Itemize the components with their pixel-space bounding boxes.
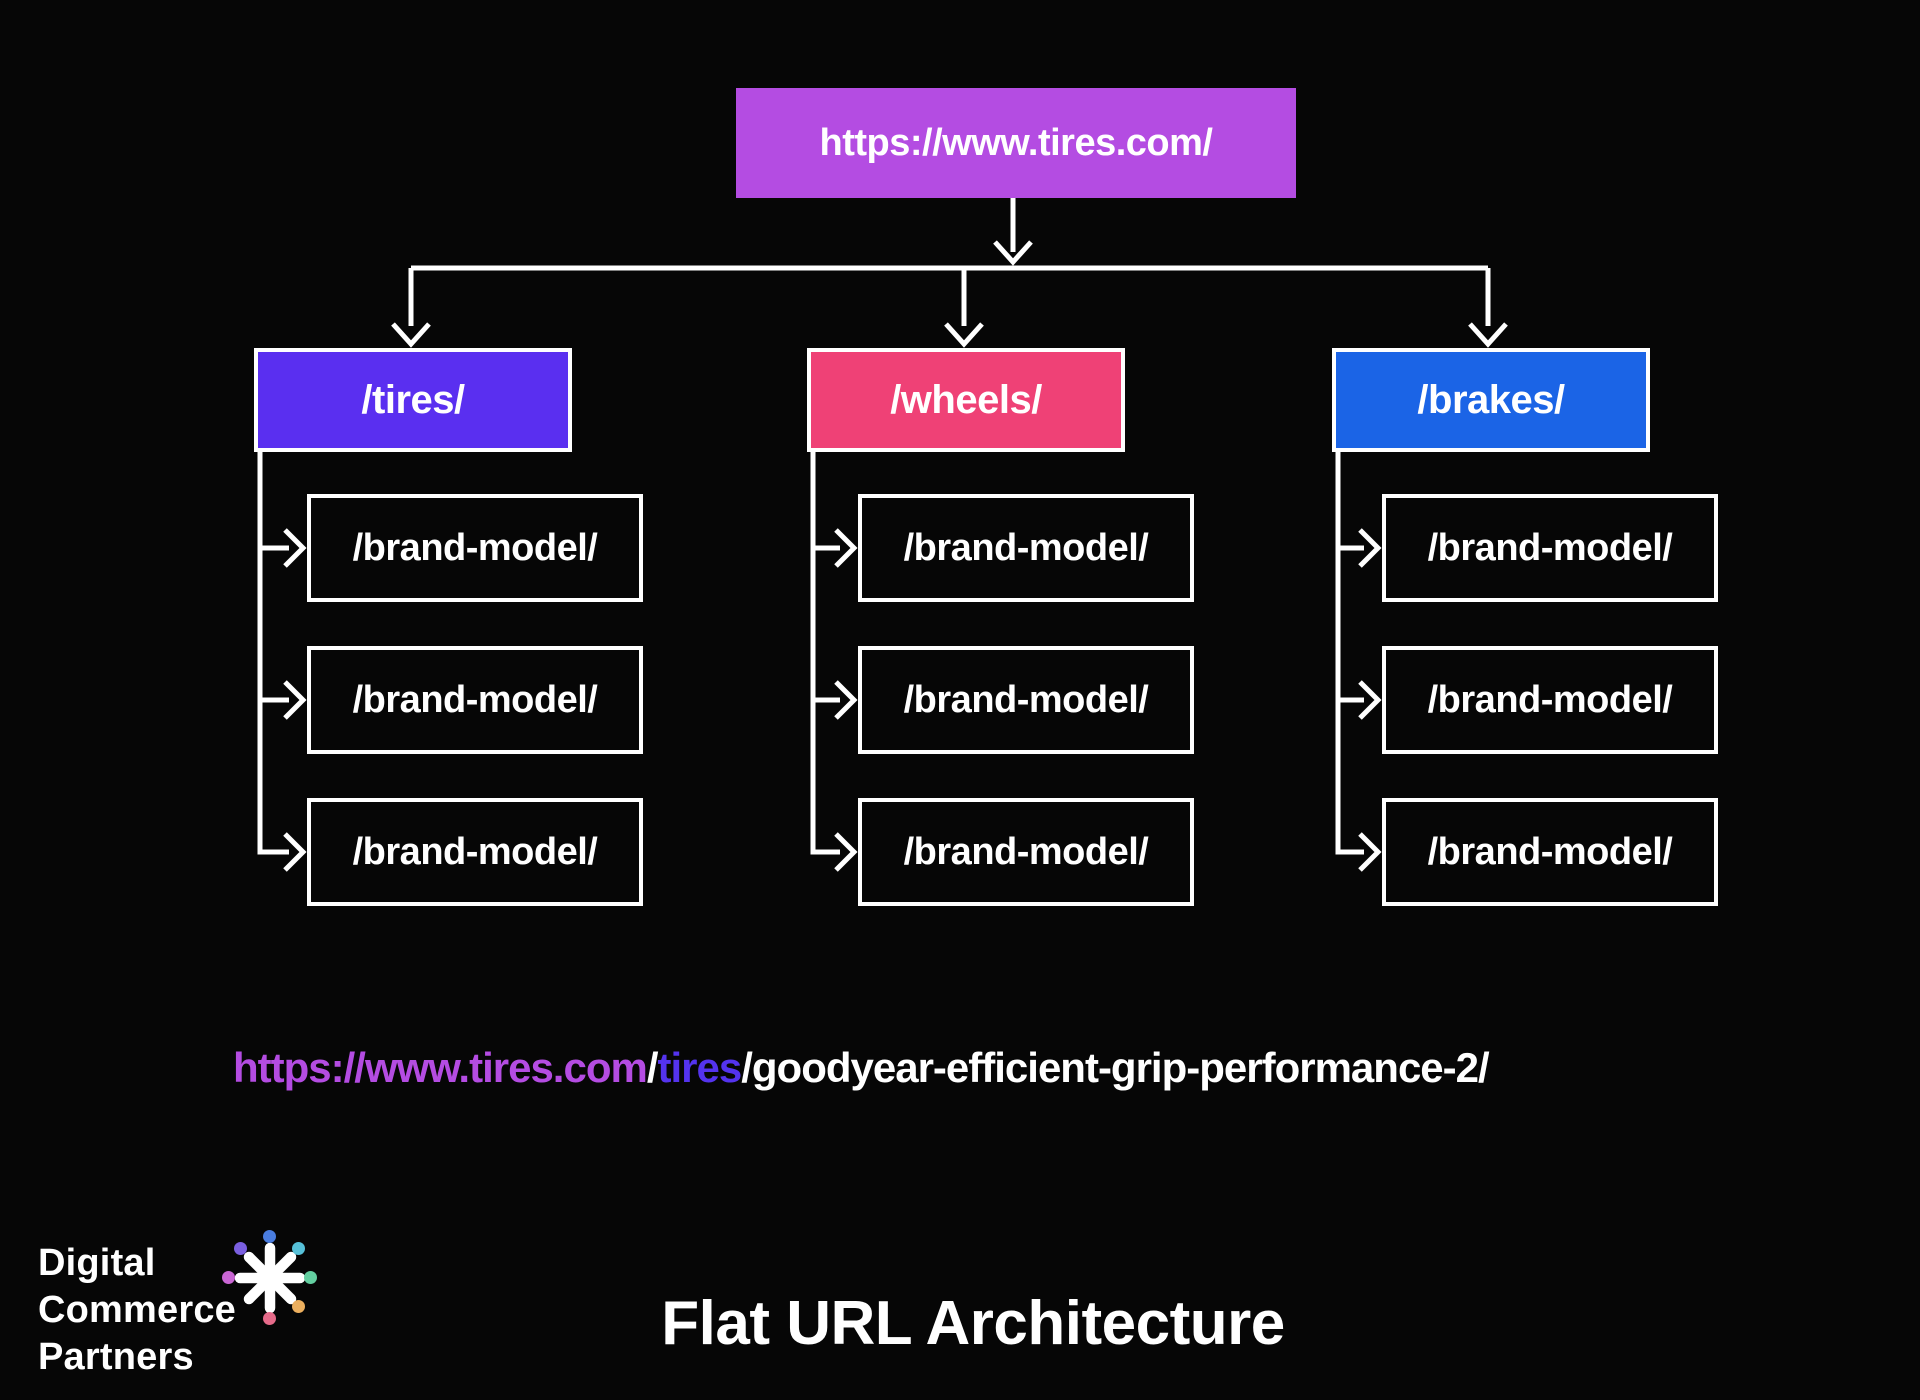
- category-node-tires: /tires/: [254, 348, 572, 452]
- logo-text-line: Partners: [38, 1336, 194, 1378]
- url-segment-category: tires: [657, 1044, 743, 1091]
- logo-dot: [234, 1242, 247, 1255]
- logo-dot: [263, 1312, 276, 1325]
- dcp-logo: Digital Commerce Partners: [38, 1240, 236, 1381]
- root-url-node: https://www.tires.com/: [736, 88, 1296, 198]
- category-node-brakes: /brakes/: [1332, 348, 1650, 452]
- brand-model-node: /brand-model/: [858, 494, 1194, 602]
- brand-model-node: /brand-model/: [858, 798, 1194, 906]
- logo-dot: [222, 1271, 235, 1284]
- asterisk-strokes: [234, 1242, 306, 1314]
- brand-model-node: /brand-model/: [307, 494, 643, 602]
- logo-dot: [263, 1230, 276, 1243]
- logo-asterisk-icon: [214, 1222, 326, 1334]
- brand-model-node: /brand-model/: [307, 646, 643, 754]
- logo-dot: [292, 1300, 305, 1313]
- url-segment-domain: https://www.tires.com: [233, 1044, 648, 1091]
- logo-dot: [292, 1242, 305, 1255]
- brand-model-node: /brand-model/: [1382, 494, 1718, 602]
- url-segment-separator: /: [646, 1044, 659, 1091]
- example-url-text: https://www.tires.com/tires/goodyear-eff…: [233, 1044, 1490, 1092]
- category-node-wheels: /wheels/: [807, 348, 1125, 452]
- brand-model-node: /brand-model/: [858, 646, 1194, 754]
- diagram-title: Flat URL Architecture: [661, 1289, 1285, 1358]
- url-segment-product: /goodyear-efficient-grip-performance-2/: [741, 1044, 1489, 1091]
- brand-model-node: /brand-model/: [1382, 646, 1718, 754]
- brand-model-node: /brand-model/: [1382, 798, 1718, 906]
- logo-text-line: Commerce: [38, 1289, 237, 1331]
- logo-dot: [304, 1271, 317, 1284]
- logo-text-line: Digital: [38, 1242, 156, 1284]
- brand-model-node: /brand-model/: [307, 798, 643, 906]
